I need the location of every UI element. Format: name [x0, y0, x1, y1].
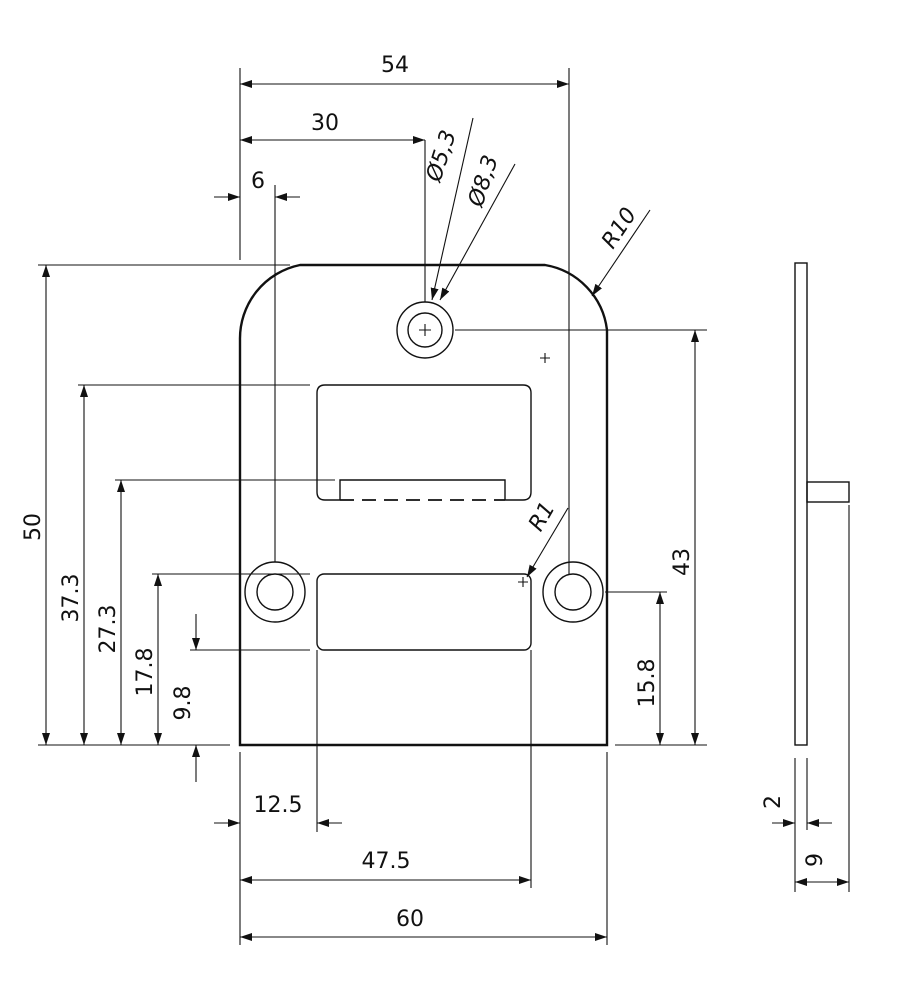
top-hole-center-mark [419, 324, 431, 336]
leader-small-hole [430, 117, 474, 301]
dim-37-3-label: 37.3 [59, 574, 84, 623]
side-view [794, 262, 850, 746]
dim-30-label: 30 [311, 111, 339, 136]
dim-17-8-label: 17.8 [133, 648, 158, 697]
dim-9-label: 9 [803, 853, 828, 867]
side-tab [806, 481, 850, 503]
dim-small-hole-dia-label: Ø5,3 [422, 127, 462, 185]
dim-54-label: 54 [381, 53, 409, 78]
dim-r10-label: R10 [597, 203, 642, 253]
left-hole-outer [244, 561, 306, 623]
plate-front-view [238, 263, 609, 747]
dimension-lines [42, 80, 849, 941]
dim-15-8-label: 15.8 [635, 659, 660, 708]
dim-27-3-label: 27.3 [96, 605, 121, 654]
lower-slot [316, 573, 532, 651]
dim-large-hole-dia-label: Ø8,3 [464, 152, 504, 210]
dim-12-5-label: 12.5 [254, 793, 303, 818]
side-plate [794, 262, 808, 746]
dim-6-label: 6 [251, 169, 265, 194]
dim-9-8-label: 9.8 [171, 686, 196, 721]
dim-43-label: 43 [670, 548, 695, 576]
leader-r10 [591, 209, 651, 297]
leader-large-hole [439, 163, 516, 301]
dim-47-5-label: 47.5 [362, 849, 411, 874]
top-hole-inner [407, 312, 443, 348]
dim-50-label: 50 [21, 513, 46, 541]
plate-outline [238, 263, 609, 747]
right-hole-inner [554, 573, 592, 611]
dim-60-label: 60 [396, 907, 424, 932]
extension-lines [38, 68, 850, 945]
reference-mark [540, 353, 550, 363]
dim-2-label: 2 [761, 795, 786, 809]
upper-slot-inner-step [339, 479, 506, 500]
left-hole-inner [256, 573, 294, 611]
right-hole-outer [542, 561, 604, 623]
leader-r1 [526, 507, 569, 578]
upper-slot [316, 384, 532, 501]
lower-slot-corner-mark [518, 577, 528, 587]
